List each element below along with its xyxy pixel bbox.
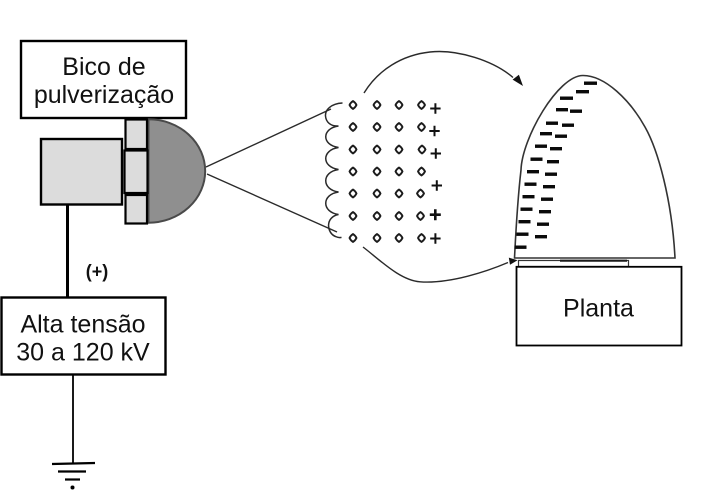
svg-text:Alta tensão: Alta tensão bbox=[20, 311, 145, 339]
svg-text:pulverização: pulverização bbox=[34, 81, 174, 109]
svg-text:(+): (+) bbox=[86, 262, 109, 282]
svg-text:30 a 120 kV: 30 a 120 kV bbox=[16, 339, 150, 367]
svg-text:Planta: Planta bbox=[563, 295, 634, 323]
svg-text:Bico de: Bico de bbox=[62, 53, 145, 81]
